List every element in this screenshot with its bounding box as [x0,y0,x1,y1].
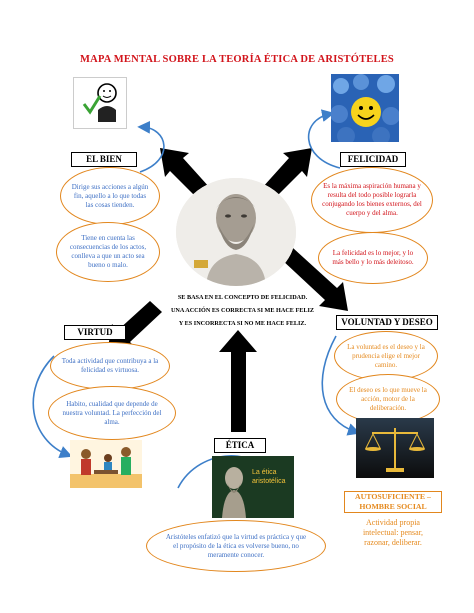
page-title: MAPA MENTAL SOBRE LA TEORÍA ÉTICA DE ARI… [80,54,394,65]
virtud-note-2: Habito, cualidad que depende de nuestra … [48,386,176,440]
autosuficiente-description: Actividad propia intelectual: pensar, ra… [362,518,424,547]
felicidad-note-1: Es la máxima aspiración humana y resulta… [311,167,433,233]
felicidad-label: FELICIDAD [340,152,406,167]
arrow-to-felicidad [262,148,312,199]
autosuficiente-label: AUTOSUFICIENTE – HOMBRE SOCIAL [344,491,442,513]
felicidad-note-2: La felicidad es lo mejor, y lo más bello… [318,232,428,284]
center-concept-text: SE BASA EN EL CONCEPTO DE FELICIDAD. UNA… [170,294,315,327]
el-bien-note-2: Tiene en cuenta las consecuencias de los… [56,222,160,282]
aristotle-statue-icon: La ética aristotélica [212,456,294,518]
etica-label: ÉTICA [214,438,266,453]
arrow-to-virtud [107,301,162,353]
connector-voluntad-icon [321,335,361,436]
scales-of-justice-icon [356,418,434,478]
etica-image-caption: La ética aristotélica [252,469,286,485]
arrow-to-el-bien [160,148,210,199]
connector-virtud-icon [32,355,73,459]
aristotle-bust-icon [176,178,296,286]
voluntad-note-2: El deseo es lo que mueve la acción, moto… [336,374,440,424]
virtud-note-1: Toda actividad que contribuya a la felic… [50,342,170,390]
arrow-to-voluntad [281,248,348,311]
el-bien-note-1: Dirige sus acciones a algún fin, aquello… [60,167,160,225]
virtud-label: VIRTUD [64,325,126,340]
connector-felicidad-icon [307,109,341,169]
smiley-crowd-icon [331,74,399,142]
voluntad-note-1: La voluntad es el deseo y la prudencia e… [334,331,438,381]
arrow-from-etica [219,330,257,432]
el-bien-label: EL BIEN [71,152,137,167]
family-scene-icon [70,440,142,488]
voluntad-deseo-label: VOLUNTAD Y DESEO [336,315,438,330]
etica-note-1: Aristóteles enfatizó que la virtud es pr… [146,520,326,572]
connector-el-bien-icon [137,120,165,173]
person-checkmark-icon [73,77,127,129]
